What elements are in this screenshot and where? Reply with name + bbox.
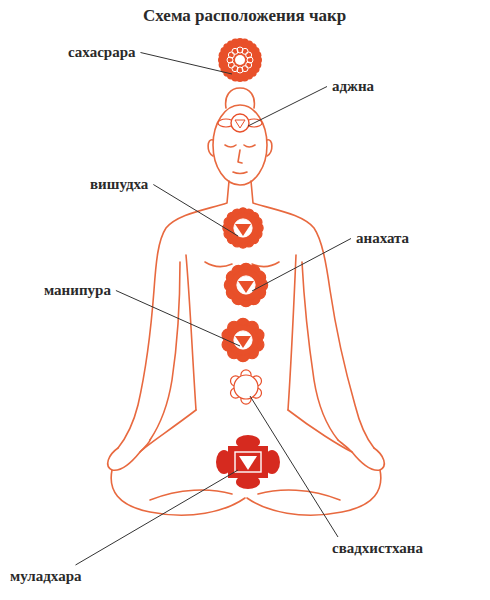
ajna-symbol	[218, 114, 262, 132]
left-inner-arm	[150, 262, 180, 440]
nose	[238, 150, 242, 163]
ear	[267, 140, 272, 156]
mouth	[233, 172, 247, 174]
lotus-core	[234, 375, 258, 399]
ear	[208, 140, 213, 156]
inner-triangle	[235, 336, 251, 348]
sahasrara-symbol	[218, 38, 262, 82]
inner-circle	[235, 55, 245, 65]
inner-circle	[237, 276, 255, 294]
inner-triangle	[238, 281, 254, 293]
thigh-line	[288, 410, 352, 452]
inner-triangle	[235, 224, 251, 236]
lotus-core	[228, 325, 258, 355]
chakra-label: манипура	[42, 282, 113, 299]
lotus-core	[231, 270, 261, 300]
earth-square	[228, 446, 268, 478]
eye	[244, 145, 255, 147]
chakra-label: вишудха	[88, 176, 150, 193]
leader-line	[141, 53, 233, 75]
chakra-label: анахата	[354, 230, 411, 247]
lotus-core	[228, 213, 258, 243]
torso-side	[288, 255, 296, 410]
diagram-title: Схема расположения чакр	[143, 6, 346, 26]
chakra-label: муладхара	[8, 568, 84, 585]
inner-petal	[228, 52, 234, 58]
meditating-figure	[108, 88, 385, 515]
leader-line	[116, 291, 240, 347]
right-inner-arm	[302, 262, 338, 440]
eye	[225, 145, 236, 147]
anahata-symbol	[224, 263, 267, 306]
foot	[150, 490, 232, 500]
leader-line	[153, 185, 238, 237]
head-outline	[213, 105, 267, 185]
inner-circle	[234, 331, 252, 349]
chakra-label: свадхистхана	[330, 540, 425, 557]
leader-line	[76, 470, 239, 565]
left-leg	[111, 470, 245, 515]
chakra-symbols	[216, 38, 280, 489]
inner-square	[235, 452, 261, 472]
inner-petal	[246, 52, 252, 58]
right-hand	[338, 440, 384, 470]
foot	[258, 490, 340, 500]
inner-triangle	[239, 456, 257, 470]
vishuddha-symbol	[223, 208, 263, 248]
lotus-core	[231, 114, 249, 132]
leader-lines	[76, 53, 352, 566]
torso-side	[186, 255, 196, 410]
chakra-label: аджна	[330, 78, 376, 95]
inner-petal	[242, 48, 248, 54]
left-hand	[108, 440, 150, 470]
leader-line	[248, 87, 327, 127]
inner-petal	[232, 66, 238, 72]
thigh-line	[140, 410, 196, 452]
chakra-label: сахасрара	[66, 44, 138, 61]
right-arm	[251, 181, 374, 448]
svadhisthana-symbol	[231, 370, 262, 404]
leader-line	[250, 396, 338, 537]
left-arm	[118, 181, 229, 448]
muladhara-symbol	[216, 435, 280, 489]
inner-triangle	[235, 120, 245, 128]
inner-circle	[234, 219, 252, 237]
inner-petal	[246, 62, 252, 68]
manipura-symbol	[222, 318, 264, 361]
leader-line	[252, 239, 351, 292]
chest-line	[205, 262, 232, 267]
